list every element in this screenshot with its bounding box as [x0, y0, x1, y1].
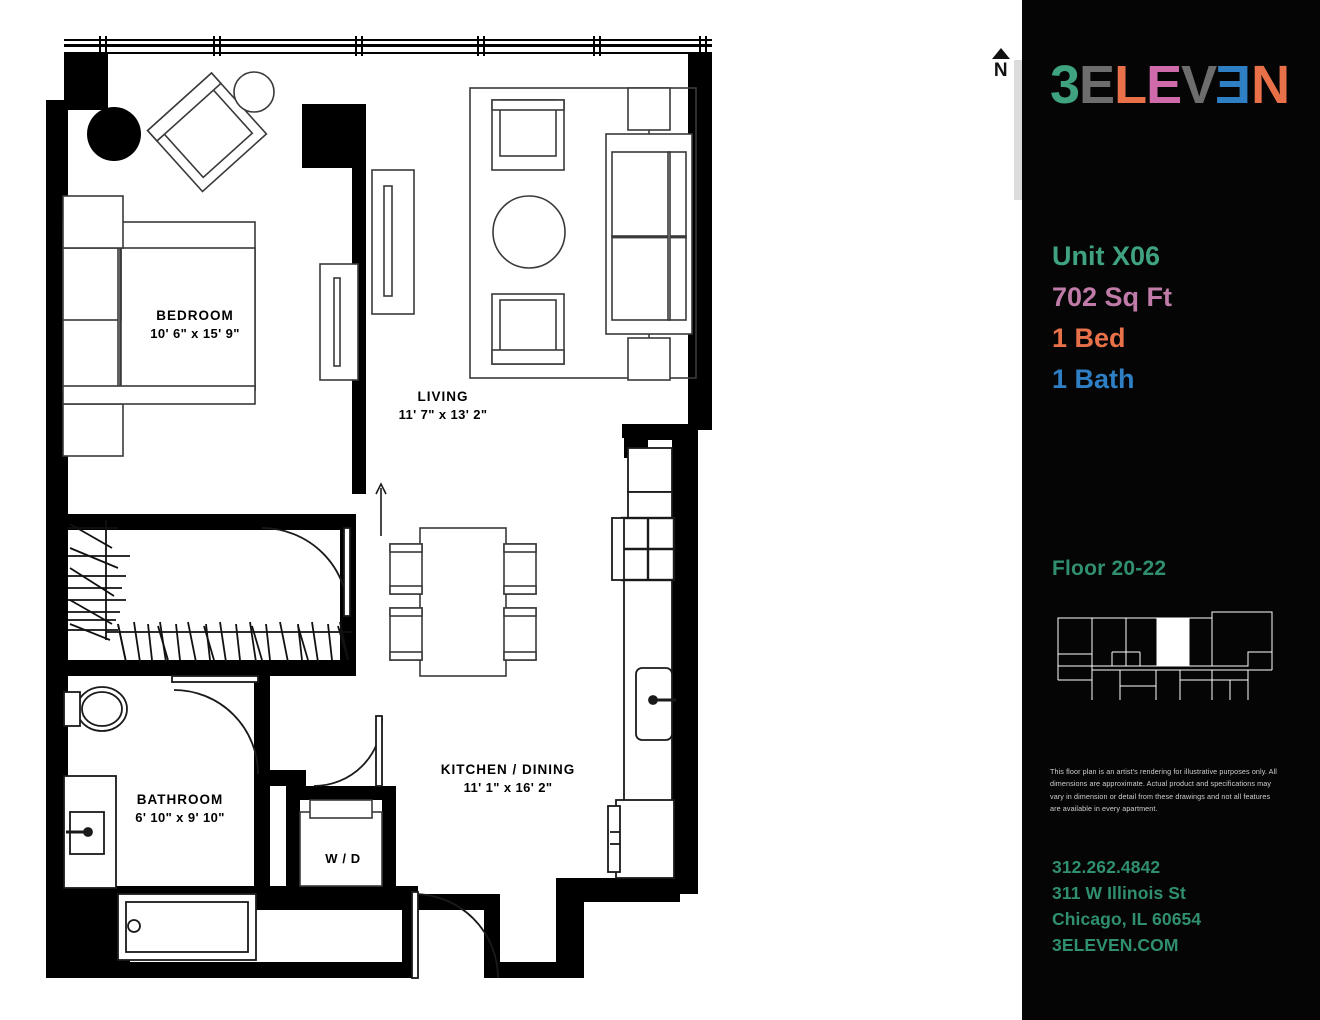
room-label-bathroom-dims: 6' 10" x 9' 10" [135, 810, 225, 825]
logo-letter-5: E [1216, 55, 1252, 115]
toilet-icon [63, 686, 128, 732]
key-plan-highlight [1157, 618, 1189, 666]
circulation-arrow-icon [375, 482, 387, 536]
info-panel: 3ELEVEN Unit X06 702 Sq Ft 1 Bed 1 Bath … [1022, 0, 1320, 1020]
key-plan-svg [1052, 608, 1278, 700]
coffee-table-icon [492, 195, 566, 269]
contact-website[interactable]: 3ELEVEN.COM [1052, 935, 1179, 955]
dining-chair-right-top-icon [503, 543, 537, 595]
bathroom-door-icon [171, 675, 259, 775]
refrigerator-icon [607, 799, 675, 879]
logo-letter-4: V [1181, 55, 1217, 115]
key-plan-outline [1057, 611, 1273, 700]
room-label-bedroom-name: BEDROOM [156, 308, 234, 323]
unit-baths: 1 Bath [1052, 364, 1135, 394]
floor-label: Floor 20-22 [1052, 557, 1167, 580]
bedroom-drum-table-icon [87, 107, 141, 161]
living-sofa-icon [605, 133, 693, 335]
room-label-bedroom-dims: 10' 6" x 15' 9" [150, 326, 240, 341]
dining-chair-left-top-icon [389, 543, 423, 595]
north-indicator: N [986, 48, 1016, 100]
panel-edge-band [1014, 60, 1022, 200]
north-arrow-icon [992, 48, 1010, 59]
floor-plan-drawing: BEDROOM 10' 6" x 15' 9" LIVING 11' 7" x … [46, 36, 712, 979]
closet-door-icon [261, 527, 351, 617]
bedroom-wardrobe-icon [371, 169, 415, 315]
bedroom-stool-icon [233, 71, 275, 113]
dining-chair-left-bottom-icon [389, 607, 423, 661]
key-plan [1052, 608, 1278, 700]
washer-dryer-label: W / D [325, 851, 361, 866]
bathroom-fixtures [63, 686, 257, 961]
contact-street: 311 W Illinois St [1052, 883, 1186, 903]
room-label-kitchen-dims: 11' 1" x 16' 2" [464, 780, 553, 795]
entry-door-icon [411, 891, 499, 979]
unit-name: Unit X06 [1052, 241, 1161, 271]
room-label-living-name: LIVING [417, 389, 468, 404]
sink-icon [635, 667, 676, 741]
dining-table-icon [419, 527, 507, 677]
washer-dryer-icon [299, 799, 383, 887]
contact-block: 312.262.4842 311 W Illinois St Chicago, … [1052, 854, 1201, 958]
disclaimer-text: This floor plan is an artist's rendering… [1050, 767, 1277, 814]
window-mullions [64, 36, 712, 56]
living-rug-icon [469, 87, 697, 379]
hall-door-icon [313, 715, 383, 787]
dining-chair-right-bottom-icon [503, 607, 537, 661]
contact-city: Chicago, IL 60654 [1052, 909, 1202, 929]
unit-beds: 1 Bed [1052, 323, 1126, 353]
logo-letter-3: E [1146, 55, 1182, 115]
kitchen-upper-cabinet-icon [627, 447, 673, 493]
room-label-bathroom-name: BATHROOM [137, 792, 224, 807]
kitchen-fixtures [607, 447, 676, 879]
bathtub-icon [117, 893, 257, 961]
cooktop-icon [620, 516, 676, 582]
logo-letter-0: 3 [1050, 55, 1080, 115]
vanity-sink-icon [63, 775, 117, 889]
oven-side-icon [611, 517, 625, 581]
living-armchair-top-icon [491, 99, 565, 171]
logo-letter-6: N [1251, 55, 1290, 115]
room-labels: BEDROOM 10' 6" x 15' 9" LIVING 11' 7" x … [135, 308, 576, 866]
north-label: N [993, 60, 1009, 81]
dining-furniture [389, 527, 537, 677]
room-label-kitchen-name: KITCHEN / DINING [441, 762, 576, 777]
room-label-living-dims: 11' 7" x 13' 2" [399, 407, 488, 422]
living-side-table-bottom-icon [627, 337, 671, 381]
logo-letter-1: E [1079, 55, 1115, 115]
living-furniture [469, 87, 697, 381]
logo-letter-2: L [1114, 55, 1147, 115]
nightstand-top-icon [62, 195, 124, 249]
living-armchair-bottom-icon [491, 293, 565, 365]
nightstand-bottom-icon [62, 403, 124, 457]
unit-facts: Unit X06 702 Sq Ft 1 Bed 1 Bath [1052, 236, 1172, 400]
floor-plan-svg: BEDROOM 10' 6" x 15' 9" LIVING 11' 7" x … [46, 36, 712, 979]
doors [171, 527, 499, 979]
contact-phone[interactable]: 312.262.4842 [1052, 857, 1161, 877]
bedroom-furniture [62, 71, 415, 457]
unit-area: 702 Sq Ft [1052, 282, 1173, 312]
closet-hanging-icon [68, 520, 352, 663]
brand-logo[interactable]: 3ELEVEN [1050, 55, 1290, 115]
living-side-table-top-icon [627, 87, 671, 131]
